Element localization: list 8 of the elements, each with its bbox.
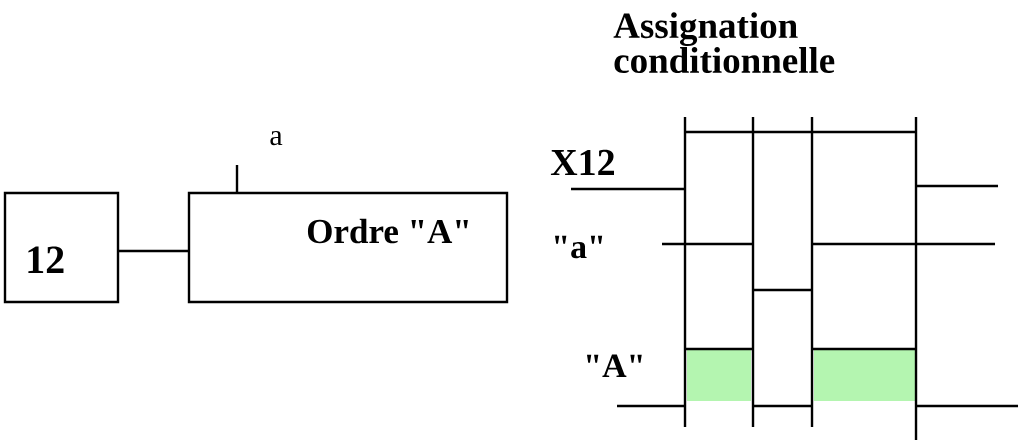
step-box: 12 [3, 191, 120, 304]
chart-heading: Assignation conditionnelle [613, 12, 835, 74]
connector-line [118, 249, 189, 253]
signal-name: "a" [554, 235, 603, 259]
action-box: Ordre "A" [187, 191, 509, 304]
signal-name: X12 [550, 149, 614, 175]
signal-name: "A" [586, 354, 642, 377]
condition-label: a [270, 130, 283, 146]
